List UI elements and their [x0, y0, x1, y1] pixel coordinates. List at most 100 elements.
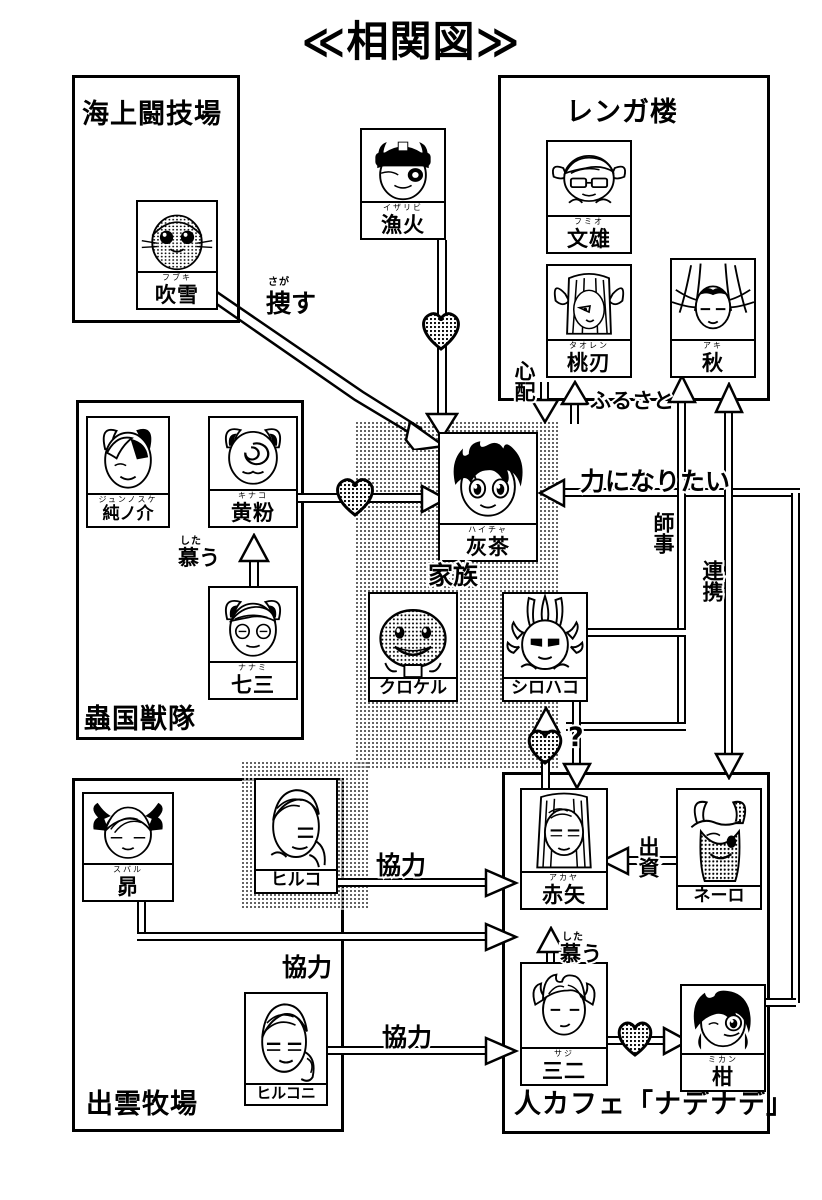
group-hito-cafe-nadenade [502, 772, 770, 1134]
portrait-shirohako [504, 594, 586, 678]
portrait-mikan [682, 986, 764, 1053]
card-haicha[interactable]: ハイチャ 灰茶 [438, 432, 538, 562]
furigana-mikan: ミカン [708, 1054, 738, 1064]
relation-label-shitau-right: した 慕う [558, 931, 604, 968]
line-kyouryoku-3 [325, 1046, 499, 1055]
arrowhead-kyouryoku-3 [484, 1036, 520, 1066]
namebar-junnosuke: ジュンノスケ 純ノ介 [88, 493, 168, 526]
namebar-kurokeru: クロケル [370, 677, 456, 700]
card-taoren[interactable]: タオレン 桃刃 [546, 264, 632, 378]
line-shinpai [540, 382, 549, 404]
relation-text-chikara: 力になりたい [578, 465, 732, 498]
furigana-kinako: キナコ [238, 490, 268, 500]
card-junnosuke[interactable]: ジュンノスケ 純ノ介 [86, 416, 170, 528]
card-shirohako[interactable]: シロハコ [502, 592, 588, 702]
card-subaru[interactable]: スバル 昴 [82, 792, 174, 902]
heart-saji-mikan [617, 1021, 653, 1057]
furigana-shitau-right: した [561, 931, 585, 945]
line-kyouryoku-1 [320, 878, 498, 887]
name-subaru: 昴 [117, 874, 139, 899]
card-kurokeru[interactable]: クロケル [368, 592, 458, 702]
furigana-junnosuke: ジュンノスケ [98, 495, 158, 505]
portrait-aki [672, 260, 754, 339]
portrait-taoren [548, 266, 630, 339]
relation-label-kyouryoku-2: 協力 [280, 948, 334, 984]
card-nero[interactable]: ネーロ [676, 788, 762, 910]
namebar-fubuki: フブキ 吹雪 [138, 270, 216, 308]
group-label-mushi: 蟲国獣隊 [84, 704, 196, 735]
portrait-subaru [84, 794, 172, 863]
arrowhead-furusato [560, 380, 590, 406]
line-shirohako-to-akaya [572, 700, 581, 768]
heart-akaya-shirohako [527, 729, 563, 765]
furigana-taoren: タオレン [569, 340, 609, 350]
relation-text-kyouryoku-1: 協力 [374, 849, 428, 882]
name-nero: ネーロ [693, 886, 745, 907]
arrowhead-shinpai [530, 398, 560, 424]
card-hiruko[interactable]: ヒルコ [254, 778, 338, 894]
furigana-fumio: フミオ [574, 216, 604, 226]
arrowhead-renkei-up [714, 382, 744, 414]
card-saji[interactable]: サジ 三二 [520, 962, 608, 1086]
arrowhead-isaribi-to-haicha [425, 412, 459, 440]
namebar-hirukoni: ヒルコニ [246, 1083, 326, 1104]
portrait-saji [522, 964, 606, 1047]
namebar-hiruko: ヒルコ [256, 869, 336, 892]
namebar-kinako: キナコ 黄粉 [210, 488, 296, 526]
line-shiji-vertical [677, 400, 686, 730]
namebar-subaru: スバル 昴 [84, 862, 172, 900]
namebar-nero: ネーロ [678, 885, 760, 908]
portrait-kurokeru [370, 594, 456, 678]
card-mikan[interactable]: ミカン 柑 [680, 984, 766, 1092]
name-aki: 秋 [702, 350, 724, 375]
namebar-akaya: アカヤ 赤矢 [522, 870, 606, 908]
card-kinako[interactable]: キナコ 黄粉 [208, 416, 298, 528]
card-fumio[interactable]: フミオ 文雄 [546, 140, 632, 254]
line-furusato [570, 402, 579, 424]
name-kinako: 黄粉 [231, 500, 275, 525]
relation-label-sagasu: さが 捜す [264, 276, 318, 320]
furigana-aki: アキ [703, 340, 723, 350]
portrait-nero [678, 790, 760, 886]
name-akaya: 赤矢 [542, 882, 586, 907]
name-fubuki: 吹雪 [155, 282, 199, 307]
name-taoren: 桃刃 [567, 350, 611, 375]
portrait-hirukoni [246, 994, 326, 1084]
relation-text-kazoku: 家族 [426, 559, 480, 592]
furigana-fubuki: フブキ [162, 272, 192, 282]
furigana-sagasu: さが [267, 276, 291, 290]
name-mikan: 柑 [712, 1064, 734, 1089]
card-isaribi[interactable]: イザリビ 漁火 [360, 128, 446, 240]
namebar-aki: アキ 秋 [672, 338, 754, 376]
card-nanami[interactable]: ナナミ 七三 [208, 586, 298, 700]
namebar-isaribi: イザリビ 漁火 [362, 200, 444, 238]
name-isaribi: 漁火 [381, 212, 425, 237]
relation-label-shitau-left: した 慕う [176, 535, 222, 572]
furigana-isaribi: イザリビ [383, 202, 423, 212]
arrowhead-akaya-to-shirohako [531, 706, 561, 734]
card-aki[interactable]: アキ 秋 [670, 258, 756, 378]
relation-text-kyouryoku-3: 協力 [380, 1021, 434, 1054]
relation-text-shitau-right: 慕う [558, 940, 604, 968]
card-fubuki[interactable]: フブキ 吹雪 [136, 200, 218, 310]
portrait-junnosuke [88, 418, 168, 494]
name-saji: 三二 [542, 1058, 586, 1083]
name-hiruko: ヒルコ [270, 870, 322, 891]
relation-label-question: ? [566, 720, 586, 755]
relation-text-shiji: 師事 [649, 510, 677, 556]
arrowhead-shiji-to-aki [667, 374, 697, 404]
relation-label-chikara: 力になりたい [578, 462, 732, 498]
card-hirukoni[interactable]: ヒルコニ [244, 992, 328, 1106]
heart-isaribi-haicha [422, 312, 460, 351]
name-haicha: 灰茶 [466, 534, 510, 559]
card-akaya[interactable]: アカヤ 赤矢 [520, 788, 608, 910]
group-renga-rou [498, 75, 770, 401]
arrowhead-kinako-to-haicha [420, 484, 448, 514]
relation-text-shitau-left: 慕う [176, 544, 222, 572]
group-label-renga: レンガ楼 [566, 97, 678, 128]
portrait-fubuki [138, 202, 216, 271]
relation-text-furusato: ふるさと [588, 387, 676, 415]
line-shirohako-right-stub [570, 628, 686, 637]
name-shirohako: シロハコ [511, 678, 579, 699]
